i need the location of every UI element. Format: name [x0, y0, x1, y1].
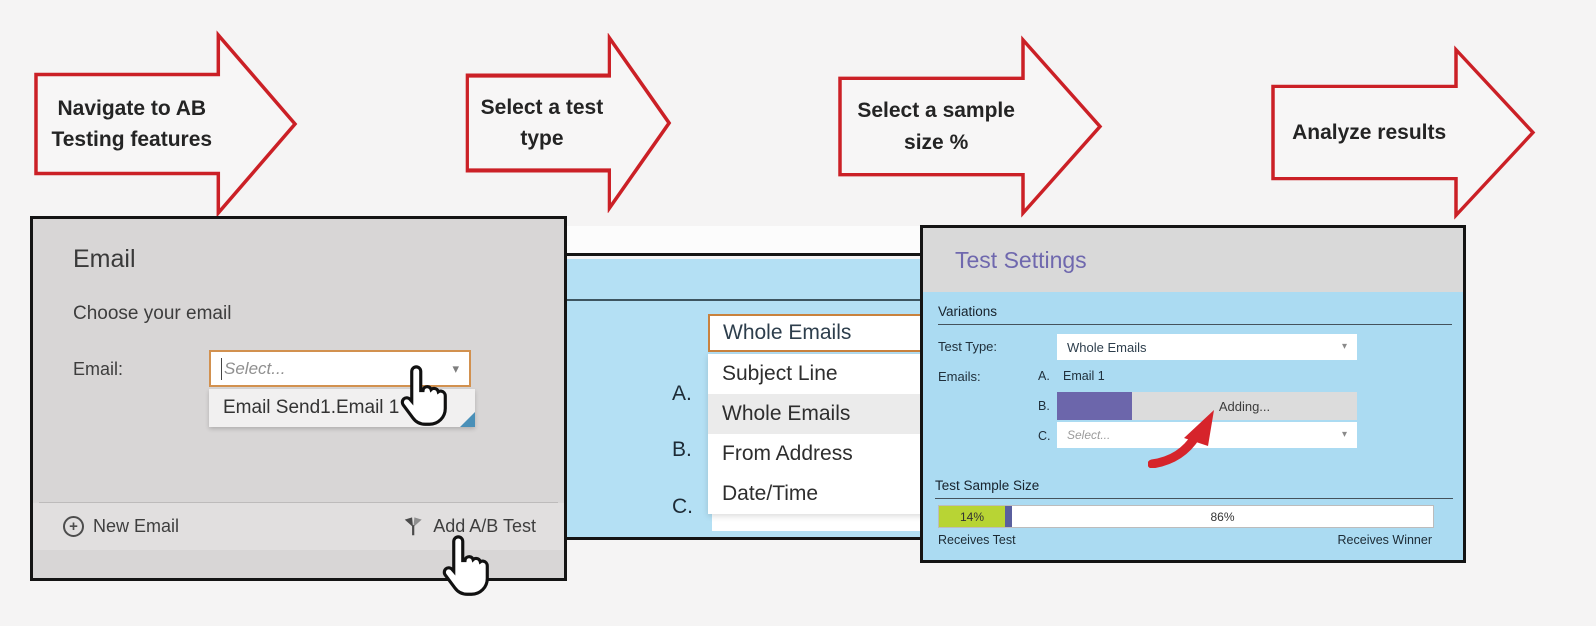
settings-test-type-value: Whole Emails: [1067, 339, 1147, 355]
new-email-label: New Email: [93, 516, 180, 536]
add-ab-test-label: Add A/B Test: [433, 516, 536, 536]
sample-size-bar[interactable]: 14% 86%: [938, 505, 1434, 528]
variations-section-rule: [938, 324, 1452, 325]
receives-test-label: Receives Test: [938, 533, 1016, 547]
test-settings-title: Test Settings: [955, 246, 1087, 273]
row-a-value: Email 1: [1063, 369, 1105, 383]
test-type-panel-divider: [563, 299, 1103, 301]
step-label-1: Navigate to AB Testing features: [51, 96, 213, 152]
email-select-placeholder: Select...: [224, 358, 286, 378]
sample-size-section-label: Test Sample Size: [935, 478, 1040, 493]
test-type-select[interactable]: Whole Emails: [708, 314, 940, 352]
test-type-selected-value: Whole Emails: [723, 321, 852, 344]
test-type-field-label: Test Type:: [938, 339, 998, 354]
sample-winner-segment: 86%: [1210, 509, 1235, 524]
dropdown-option-from-address[interactable]: From Address: [722, 442, 853, 465]
hand-cursor-icon: [400, 365, 447, 426]
receives-winner-label: Receives Winner: [1337, 533, 1432, 547]
chevron-down-icon: ▾: [1341, 429, 1347, 440]
right-arrow-shape-icon: [465, 33, 672, 213]
email-select[interactable]: Select... ▾: [209, 350, 471, 387]
right-arrow-shape-icon: [1271, 45, 1536, 220]
email-dropdown-option-label: Email Send1.Email 1: [223, 397, 400, 418]
adding-progress-bar: Adding...: [1057, 392, 1357, 420]
sample-test-segment: 14%: [939, 506, 1005, 527]
step-label-2: Select a test type: [480, 95, 604, 151]
variation-letter-a: A.: [672, 382, 692, 405]
test-settings-screenshot-panel: Test Settings Variations Test Type: Whol…: [920, 225, 1466, 563]
email-panel-footer: + New Email Add A/B Test: [33, 503, 564, 550]
test-settings-header: Test Settings: [923, 228, 1463, 292]
chevron-down-icon: ▾: [452, 361, 459, 376]
right-arrow-shape-icon: [34, 30, 298, 218]
variation-letter-b: B.: [672, 438, 692, 461]
step-arrow-4: Analyze results: [1270, 45, 1538, 220]
variations-section-label: Variations: [938, 304, 998, 319]
step-label-3: Select a sample size %: [857, 99, 1015, 154]
new-email-button[interactable]: + New Email: [63, 503, 179, 550]
resize-handle-icon: [460, 412, 475, 427]
chevron-down-icon: ▾: [1341, 341, 1347, 352]
curved-arrow-annotation: [1148, 410, 1214, 468]
email-panel-subtitle: Choose your email: [73, 303, 232, 324]
step-arrow-3: Select a sample size %: [837, 35, 1105, 218]
step-arrow-2: Select a test type: [465, 33, 673, 213]
email-field-label: Email:: [73, 359, 124, 379]
footer-divider: [39, 502, 558, 503]
emails-field-label: Emails:: [938, 369, 981, 384]
dropdown-option-date-time[interactable]: Date/Time: [722, 482, 819, 505]
right-arrow-shape-icon: [838, 35, 1103, 218]
adding-status-text: Adding...: [1218, 398, 1271, 414]
plus-circle-icon: +: [63, 516, 84, 537]
hand-cursor-icon: [442, 535, 489, 596]
adding-progress-fill: [1057, 392, 1132, 420]
dropdown-option-subject-line[interactable]: Subject Line: [722, 362, 838, 385]
sample-size-section-rule: [935, 498, 1453, 499]
step-label-4: Analyze results: [1292, 120, 1447, 144]
row-c-placeholder: Select...: [1067, 428, 1111, 442]
row-a-letter: A.: [1038, 369, 1050, 383]
variation-letter-c: C.: [672, 495, 693, 518]
row-b-letter: B.: [1038, 399, 1050, 413]
row-c-letter: C.: [1038, 429, 1051, 443]
ab-test-split-icon: [405, 516, 422, 535]
add-ab-test-button[interactable]: Add A/B Test: [402, 503, 536, 550]
text-cursor: [221, 357, 222, 380]
email-panel-title: Email: [73, 245, 136, 273]
step-arrow-1: Navigate to AB Testing features: [33, 30, 300, 218]
settings-test-type-select[interactable]: Whole Emails ▾: [1057, 334, 1357, 360]
sample-bar-slider-handle[interactable]: [1005, 506, 1012, 527]
email-screenshot-panel: Email Choose your email Email: Select...…: [30, 216, 567, 581]
